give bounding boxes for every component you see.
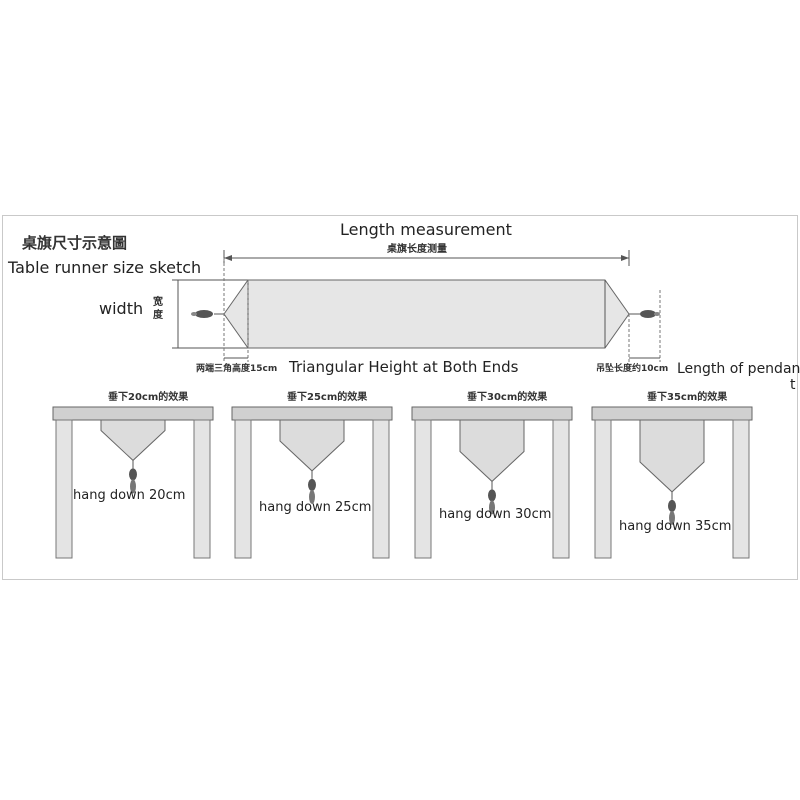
table-illustration-1: 垂下20cm的效果 hang down 20cm — [52, 390, 214, 559]
table-caption-cn: 垂下30cm的效果 — [467, 390, 548, 403]
triangle-height-en: Triangular Height at Both Ends — [288, 358, 519, 376]
pendant-length-en-2: t — [790, 377, 796, 393]
table-illustration-3: 垂下30cm的效果 hang down 30cm — [411, 390, 573, 559]
hanging-runner-end — [279, 419, 345, 472]
pendant-length-cn: 吊坠长度约10cm — [596, 362, 668, 374]
table-caption-cn: 垂下25cm的效果 — [287, 390, 368, 403]
table-leg-left — [414, 419, 432, 559]
pendant-length-guides — [628, 290, 661, 362]
left-tassel-icon — [191, 310, 224, 318]
length-label-en: Length measurement — [340, 220, 512, 239]
tassel-icon — [308, 470, 316, 504]
hanging-runner-end — [639, 419, 705, 493]
hanging-runner-end — [100, 419, 166, 462]
table-caption-en: hang down 20cm — [73, 488, 185, 503]
tassel-icon — [129, 460, 137, 494]
table-caption-cn: 垂下20cm的效果 — [108, 390, 189, 403]
length-label-cn: 桌旗长度测量 — [386, 242, 447, 255]
table-leg-right — [552, 419, 570, 559]
table-leg-right — [372, 419, 390, 559]
table-leg-right — [193, 419, 211, 559]
tassel-icon — [668, 491, 676, 525]
tables-group: 垂下20cm的效果 hang down 20cm 垂下25cm的效果 hang dow… — [52, 390, 753, 559]
table-illustration-2: 垂下25cm的效果 hang down 25cm — [231, 390, 393, 559]
table-leg-right — [732, 419, 750, 559]
tassel-icon — [488, 481, 496, 515]
title-en: Table runner size sketch — [7, 258, 201, 277]
table-top — [52, 406, 214, 421]
triangle-height-guides — [223, 258, 249, 362]
triangle-height-cn: 两端三角高度15cm — [196, 362, 277, 374]
table-caption-en: hang down 30cm — [439, 507, 551, 522]
table-illustration-4: 垂下35cm的效果 hang down 35cm — [591, 390, 753, 559]
table-leg-left — [55, 419, 73, 559]
width-label-en: width — [99, 299, 143, 318]
table-caption-cn: 垂下35cm的效果 — [647, 390, 728, 403]
table-leg-left — [234, 419, 252, 559]
table-caption-en: hang down 25cm — [259, 500, 371, 515]
width-label-cn-1: 宽 — [152, 295, 163, 308]
hanging-runner-end — [459, 419, 525, 483]
title-cn: 桌旗尺寸示意圖 — [21, 234, 127, 252]
diagram-frame — [2, 215, 798, 580]
table-caption-en: hang down 35cm — [619, 519, 731, 534]
table-top — [591, 406, 753, 421]
table-top — [231, 406, 393, 421]
table-top — [411, 406, 573, 421]
right-tassel-icon — [629, 310, 660, 318]
table-leg-left — [594, 419, 612, 559]
table-runner-shape — [223, 279, 630, 349]
pendant-length-en-1: Length of pendan — [677, 361, 800, 377]
width-label-cn-2: 度 — [153, 308, 164, 321]
width-dimension — [172, 279, 248, 349]
